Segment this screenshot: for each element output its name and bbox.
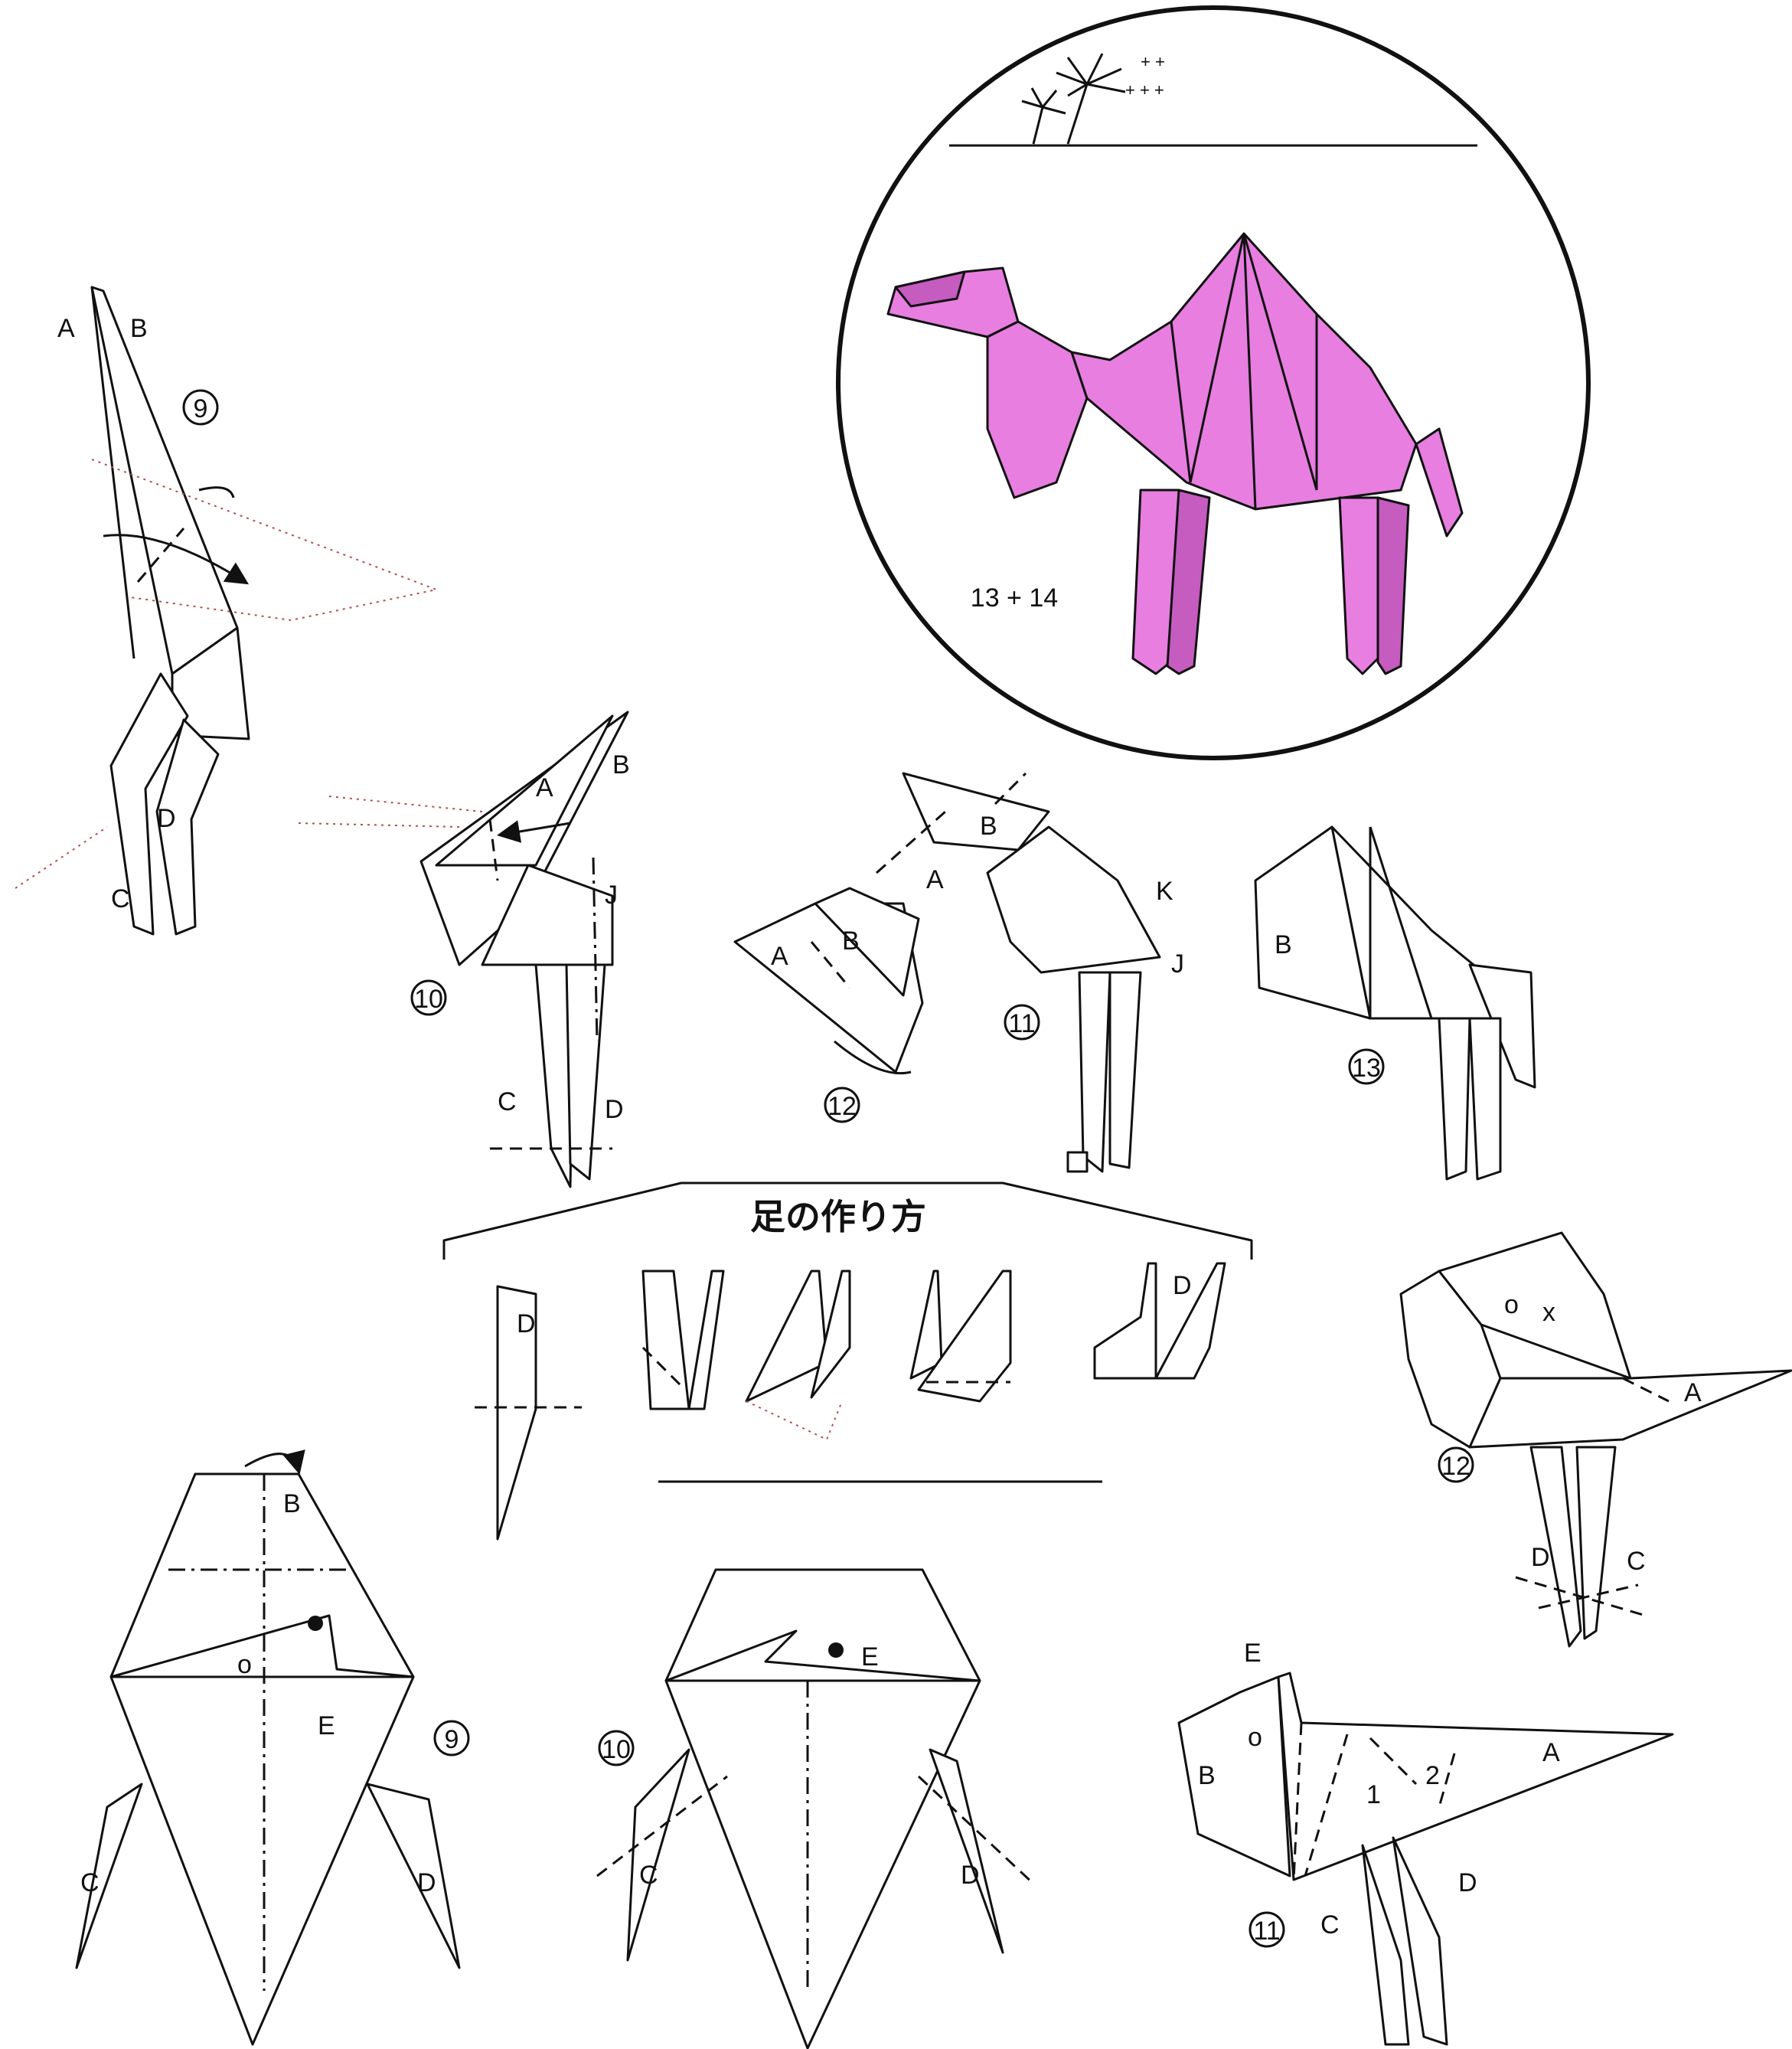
svg-text:x: x	[1542, 1298, 1555, 1327]
svg-text:12: 12	[827, 1092, 857, 1121]
svg-text:C: C	[1627, 1547, 1646, 1576]
svg-text:A: A	[1684, 1378, 1702, 1407]
svg-text:+ +: + +	[1141, 52, 1165, 71]
svg-text:11: 11	[1253, 1917, 1280, 1946]
finished-step-label: 13 + 14	[971, 583, 1058, 613]
step-10-top: A B J C D 10	[299, 712, 630, 1187]
svg-text:D: D	[961, 1861, 980, 1890]
step-12-top: A B 12	[735, 888, 922, 1122]
svg-text:o: o	[237, 1650, 252, 1679]
svg-text:C: C	[80, 1868, 100, 1897]
leg-step-3	[746, 1271, 850, 1440]
svg-text:10: 10	[602, 1735, 631, 1764]
leg-making-section: 足の作り方 D D	[444, 1183, 1252, 1539]
svg-text:B: B	[1275, 930, 1292, 959]
svg-text:E: E	[861, 1642, 879, 1672]
step-12-right: o x A D C 12	[1401, 1233, 1791, 1646]
svg-text:B: B	[130, 314, 148, 343]
svg-text:13: 13	[1352, 1054, 1381, 1083]
svg-text:B: B	[283, 1489, 301, 1518]
svg-text:10: 10	[414, 985, 443, 1014]
svg-text:J: J	[1171, 949, 1184, 979]
step-13-top: B 13	[1255, 827, 1535, 1179]
svg-text:B: B	[842, 926, 860, 956]
step-11-bottom: E B o 1 2 A C D 11	[1179, 1639, 1673, 2044]
step-9-bottom: B o E C D 9	[77, 1454, 468, 2044]
svg-text:A: A	[536, 773, 553, 802]
svg-text:E: E	[1244, 1639, 1262, 1668]
svg-text:o: o	[1248, 1723, 1262, 1752]
step-11-top: A B K J 11	[876, 773, 1184, 1172]
svg-text:D: D	[157, 804, 176, 833]
palm-trees-icon: + + + + +	[1022, 52, 1165, 144]
camel-body	[1072, 234, 1416, 509]
svg-text:D: D	[417, 1868, 436, 1897]
svg-text:1: 1	[1366, 1780, 1381, 1809]
camel-neck	[987, 322, 1087, 498]
svg-text:A: A	[771, 942, 788, 971]
svg-text:D: D	[1173, 1271, 1192, 1300]
svg-text:D: D	[1531, 1543, 1550, 1572]
svg-text:D: D	[1458, 1868, 1477, 1897]
svg-text:2: 2	[1425, 1761, 1440, 1790]
svg-text:C: C	[498, 1087, 517, 1116]
svg-text:+ + +: + + +	[1125, 80, 1164, 100]
svg-text:D: D	[605, 1095, 624, 1124]
svg-text:o: o	[1504, 1290, 1519, 1319]
svg-text:12: 12	[1441, 1452, 1470, 1481]
camel-leg-back-1	[1340, 498, 1378, 674]
svg-text:B: B	[1198, 1761, 1216, 1790]
svg-text:E: E	[318, 1711, 335, 1740]
svg-text:D: D	[517, 1309, 536, 1338]
svg-text:K: K	[1156, 877, 1173, 906]
step-9-top: A B C D 9	[15, 287, 436, 934]
svg-text:A: A	[1542, 1738, 1560, 1767]
section-title: 足の作り方	[750, 1196, 926, 1237]
svg-text:11: 11	[1008, 1009, 1035, 1038]
finished-model-panel: + + + + + 13 + 14	[838, 8, 1588, 758]
svg-text:A: A	[926, 865, 944, 894]
svg-text:9: 9	[194, 394, 208, 423]
svg-text:A: A	[57, 314, 75, 343]
leg-step-1: D	[475, 1286, 582, 1539]
svg-text:C: C	[1320, 1910, 1340, 1940]
leg-step-5: D	[1095, 1263, 1225, 1378]
svg-text:C: C	[639, 1861, 658, 1890]
step-10-bottom: E C D 10	[597, 1570, 1033, 2048]
camel-tail	[1416, 429, 1462, 536]
leg-step-2	[643, 1271, 723, 1409]
svg-text:B: B	[612, 750, 630, 779]
svg-text:9: 9	[445, 1725, 459, 1754]
svg-text:C: C	[111, 884, 130, 913]
leg-step-4	[911, 1271, 1010, 1401]
svg-text:J: J	[605, 881, 618, 910]
svg-text:B: B	[980, 812, 997, 841]
